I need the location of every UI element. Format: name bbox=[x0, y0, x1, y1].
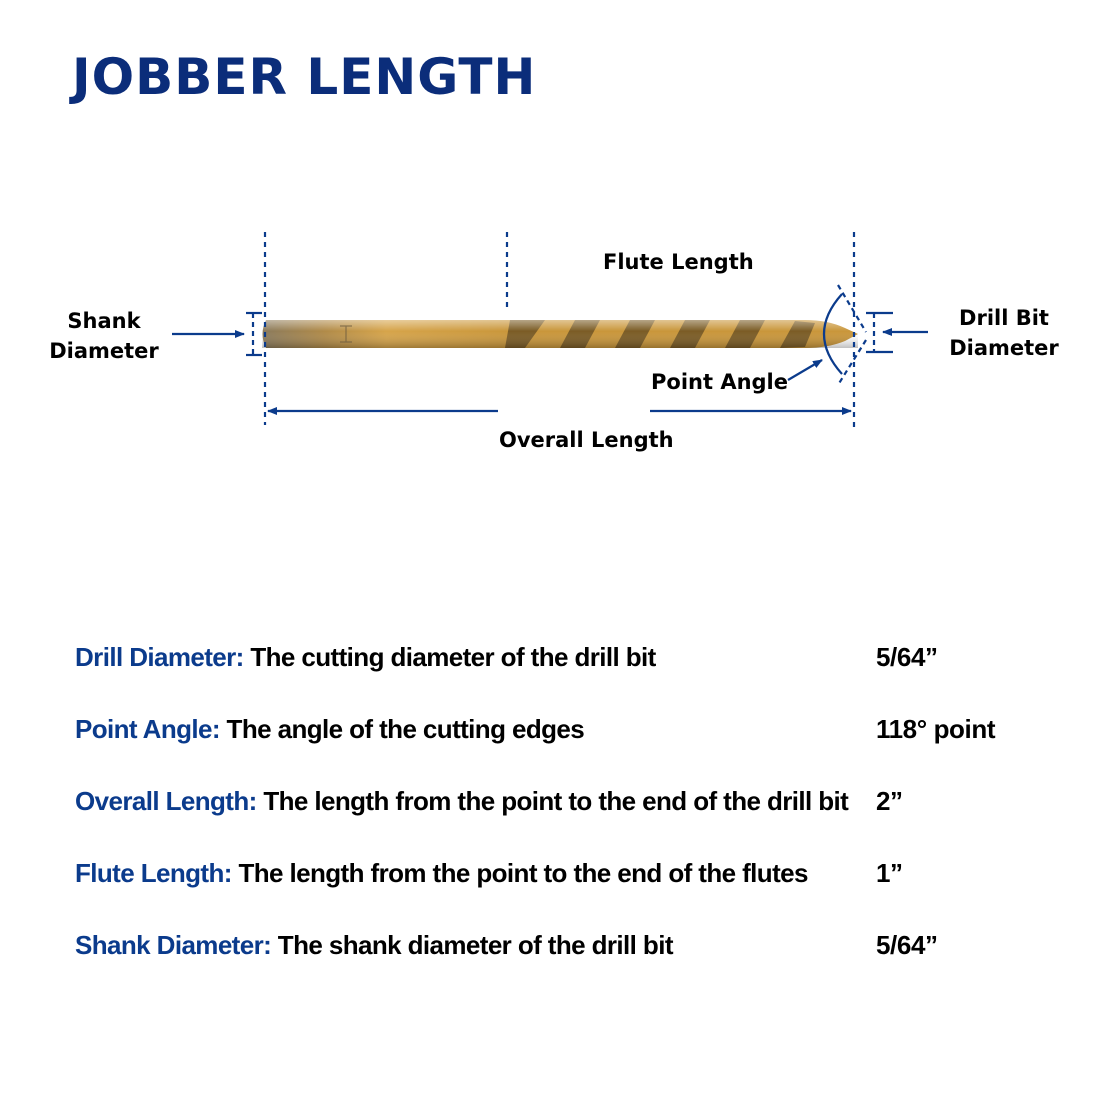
spec-term: Drill Diameter: bbox=[75, 642, 244, 672]
point-angle-edge-top bbox=[837, 284, 867, 333]
drill-bit-diameter-label-line1: Drill Bit bbox=[959, 306, 1049, 330]
drill-bit bbox=[262, 320, 858, 348]
drill-bit-diagram bbox=[172, 232, 928, 430]
spec-term: Shank Diameter: bbox=[75, 930, 272, 960]
spec-row-overall-length: Overall Length: The length from the poin… bbox=[75, 786, 1035, 858]
drill-bit-diameter-bracket bbox=[866, 311, 893, 354]
shank-diameter-label-line2: Diameter bbox=[49, 339, 159, 363]
spec-value: 5/64” bbox=[876, 642, 938, 672]
point-angle-label: Point Angle bbox=[651, 370, 788, 394]
spec-row-drill-diameter: Drill Diameter: The cutting diameter of … bbox=[75, 642, 1035, 714]
spec-value: 2” bbox=[876, 786, 903, 816]
spec-value: 118° point bbox=[876, 714, 996, 744]
page-title: JOBBER LENGTH bbox=[72, 48, 537, 106]
spec-description: The length from the point to the end of … bbox=[231, 858, 808, 888]
drill-shine bbox=[262, 320, 858, 348]
drill-bit-diameter-label: Drill Bit Diameter bbox=[948, 303, 1060, 363]
spec-description: The length from the point to the end of … bbox=[256, 786, 849, 816]
shank-diameter-label-line1: Shank bbox=[67, 309, 141, 333]
spec-description: The shank diameter of the drill bit bbox=[271, 930, 674, 960]
spec-list: Drill Diameter: The cutting diameter of … bbox=[75, 642, 1035, 1002]
spec-value: 1” bbox=[876, 858, 903, 888]
shank-marking bbox=[340, 325, 352, 343]
point-angle-arc bbox=[822, 293, 843, 375]
flute-length-label: Flute Length bbox=[603, 250, 754, 274]
spec-row-shank-diameter: Shank Diameter: The shank diameter of th… bbox=[75, 930, 1035, 1002]
spec-description: The cutting diameter of the drill bit bbox=[243, 642, 656, 672]
overall-length-label: Overall Length bbox=[499, 428, 674, 452]
spec-description: The angle of the cutting edges bbox=[219, 714, 585, 744]
spec-term: Point Angle: bbox=[75, 714, 221, 744]
spec-row-flute-length: Flute Length: The length from the point … bbox=[75, 858, 1035, 930]
shank-diameter-label: Shank Diameter bbox=[48, 306, 160, 366]
spec-value: 5/64” bbox=[876, 930, 938, 960]
spec-term: Overall Length: bbox=[75, 786, 257, 816]
point-angle-arrow bbox=[787, 359, 823, 381]
spec-term: Flute Length: bbox=[75, 858, 232, 888]
spec-row-point-angle: Point Angle: The angle of the cutting ed… bbox=[75, 714, 1035, 786]
drill-bit-diameter-label-line2: Diameter bbox=[949, 336, 1059, 360]
shank-diameter-bracket bbox=[246, 311, 262, 357]
